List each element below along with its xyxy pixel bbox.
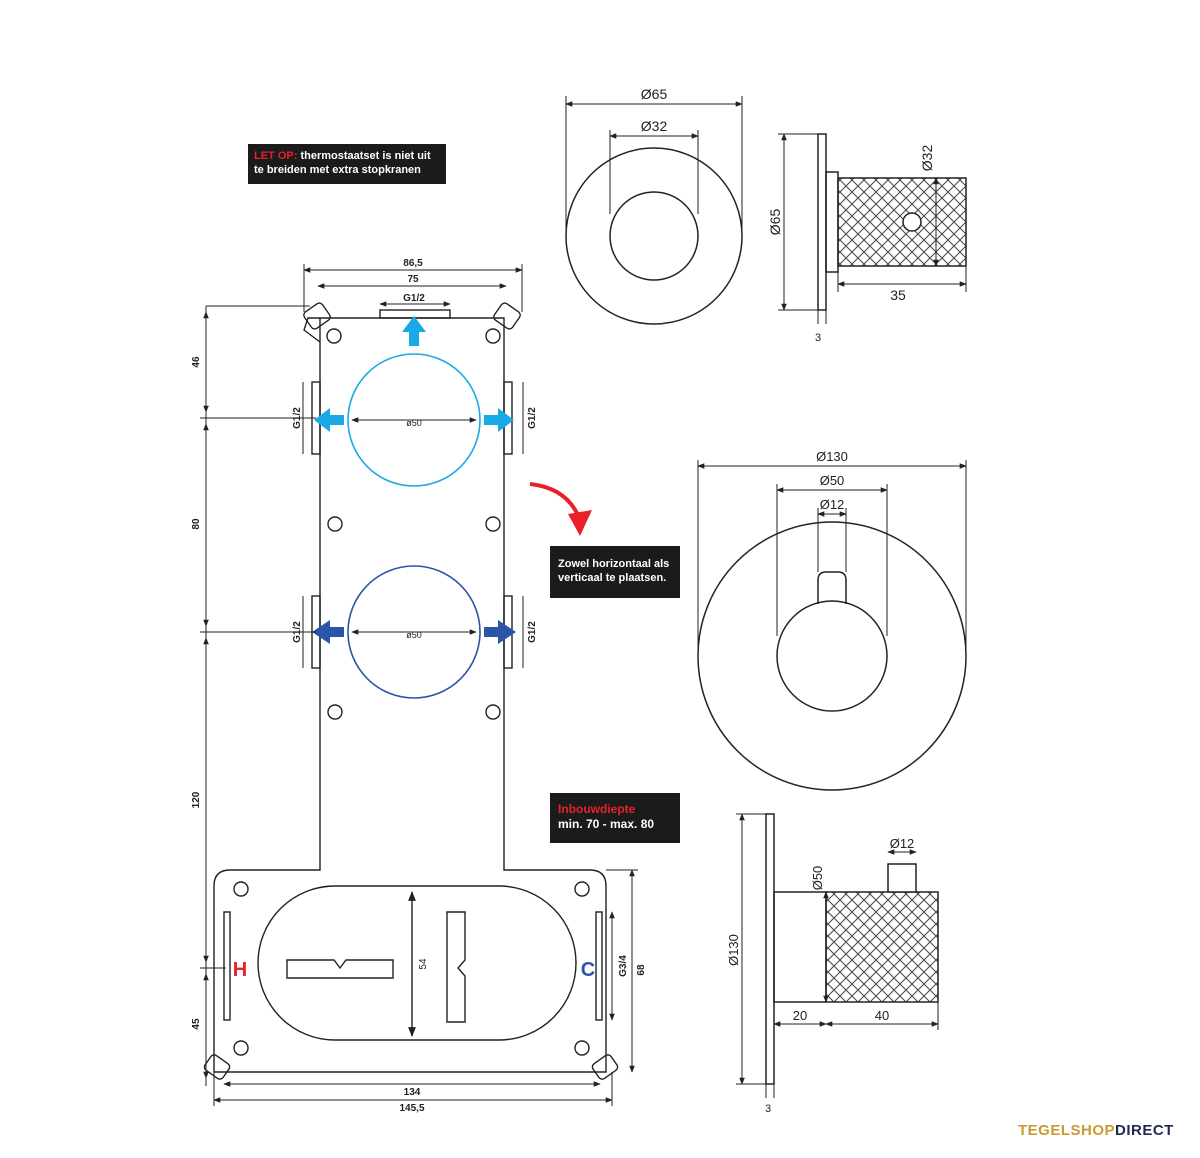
dim-145-5: 145,5 — [399, 1103, 424, 1114]
lower-outlet-circle — [347, 565, 481, 699]
mounting-box — [203, 302, 619, 1080]
warning-label: LET OP: — [254, 150, 298, 162]
small-knob-side — [817, 133, 967, 311]
brand-logo: TEGELSHOPDIRECT — [1018, 1122, 1174, 1139]
dim-left-upper-port: G1/2 — [292, 407, 303, 429]
large-knob-outer-dia: Ø130 — [816, 449, 848, 464]
depth-note: Inbouwdiepte min. 70 - max. 80 — [550, 793, 680, 843]
warning-note: LET OP: thermostaatset is niet uit te br… — [248, 144, 446, 184]
small-knob-plate: 3 — [815, 332, 821, 344]
small-knob-side-height: Ø65 — [767, 209, 783, 236]
large-knob-side-height: Ø130 — [726, 934, 741, 966]
large-knob-side-stem: Ø12 — [890, 836, 915, 851]
hot-label: H — [233, 959, 247, 981]
dim-right-upper-port: G1/2 — [527, 407, 538, 429]
warning-line2: te breiden met extra stopkranen — [254, 163, 421, 176]
orientation-line2: verticaal te plaatsen. — [558, 571, 667, 584]
depth-value: min. 70 - max. 80 — [558, 817, 655, 831]
lower-flow-arrows — [312, 620, 516, 644]
brand-part1: TEGELSHOP — [1018, 1122, 1116, 1139]
upper-outlet-circle — [347, 353, 481, 487]
dim-g3-4: G3/4 — [618, 955, 629, 977]
dim-134: 134 — [404, 1087, 421, 1098]
small-knob-inner-dia: Ø32 — [641, 118, 668, 134]
orientation-line1: Zowel horizontaal als — [558, 558, 670, 570]
small-knob-depth: 35 — [890, 287, 906, 303]
dim-54: 54 — [418, 958, 429, 970]
dim-86-5: 86,5 — [403, 258, 423, 269]
large-knob-side-dia: Ø50 — [810, 866, 825, 891]
dim-top-port: G1/2 — [403, 293, 425, 304]
large-knob-depth-a: 20 — [793, 1008, 807, 1023]
small-knob-side-dia: Ø32 — [919, 145, 935, 172]
large-knob-stem-dia: Ø12 — [820, 497, 845, 512]
large-knob-front — [697, 521, 967, 791]
cold-label: C — [581, 959, 595, 981]
rotate-arrow — [529, 482, 592, 536]
orientation-note: Zowel horizontaal als verticaal te plaat… — [550, 546, 680, 598]
small-knob-outer-dia: Ø65 — [641, 86, 668, 102]
large-knob-plate: 3 — [765, 1103, 771, 1115]
dim-68: 68 — [636, 964, 647, 976]
dim-right-lower-port: G1/2 — [527, 621, 538, 643]
dim-46: 46 — [191, 356, 202, 368]
dim-upper-circle: ø50 — [406, 418, 422, 428]
dim-120: 120 — [191, 791, 202, 808]
large-knob-side — [765, 813, 939, 1085]
dim-lower-circle: ø50 — [406, 630, 422, 640]
large-knob-mid-dia: Ø50 — [820, 473, 845, 488]
brand-part2: DIRECT — [1115, 1122, 1174, 1139]
dim-45: 45 — [191, 1018, 202, 1030]
warning-line1: thermostaatset is niet uit — [297, 150, 431, 162]
upper-flow-arrows — [314, 316, 514, 432]
large-knob-depth-b: 40 — [875, 1008, 889, 1023]
dim-80: 80 — [191, 518, 202, 530]
small-knob-front — [565, 147, 743, 325]
dim-left-lower-port: G1/2 — [292, 621, 303, 643]
depth-title: Inbouwdiepte — [558, 802, 636, 816]
dim-75: 75 — [407, 274, 419, 285]
